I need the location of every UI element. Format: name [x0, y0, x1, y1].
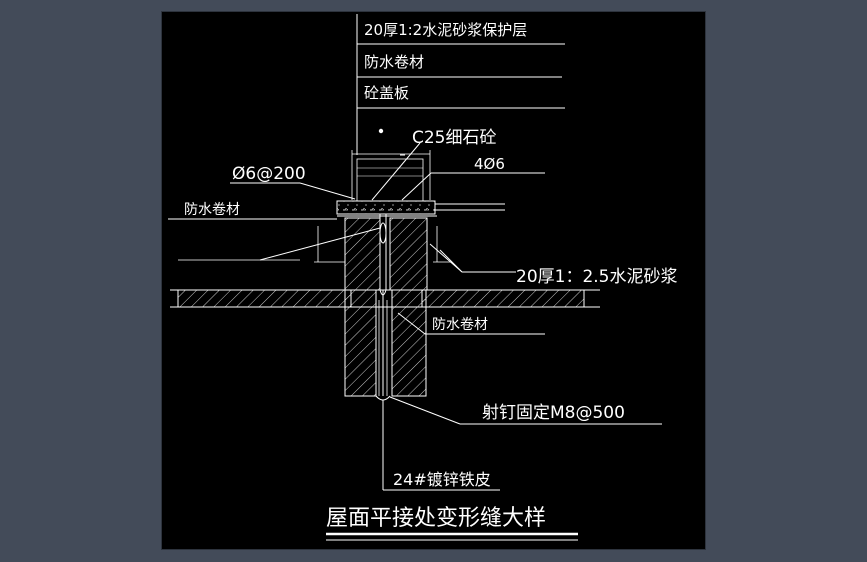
label-rebar-spacing: Ø6@200	[232, 164, 306, 184]
label-membrane-left: 防水卷材	[184, 202, 240, 218]
label-c25-concrete: C25细石砼	[412, 128, 497, 148]
label-membrane-right: 防水卷材	[432, 317, 488, 333]
title-underline	[326, 532, 578, 541]
layer-1-label: 20厚1:2水泥砂浆保护层	[364, 21, 527, 39]
label-rebar-count: 4Ø6	[474, 155, 505, 173]
leader-lines	[168, 142, 662, 491]
label-nail: 射钉固定M8@500	[482, 403, 625, 423]
label-mortar: 20厚1：2.5水泥砂浆	[516, 267, 677, 287]
wall-section-lower	[344, 289, 427, 397]
drawing-canvas[interactable]	[162, 12, 705, 549]
cover-slab	[336, 158, 505, 217]
layer-3-label: 砼盖板	[364, 84, 409, 102]
concrete-slab	[170, 289, 600, 308]
drawing-title: 屋面平接处变形缝大样	[326, 506, 546, 531]
parapet-left	[344, 217, 381, 291]
layers-table	[356, 14, 565, 155]
parapet-right	[389, 217, 428, 291]
label-galvanized-sheet: 24#镀锌铁皮	[393, 470, 491, 489]
marker-dot	[378, 128, 384, 134]
layer-2-label: 防水卷材	[364, 53, 424, 71]
